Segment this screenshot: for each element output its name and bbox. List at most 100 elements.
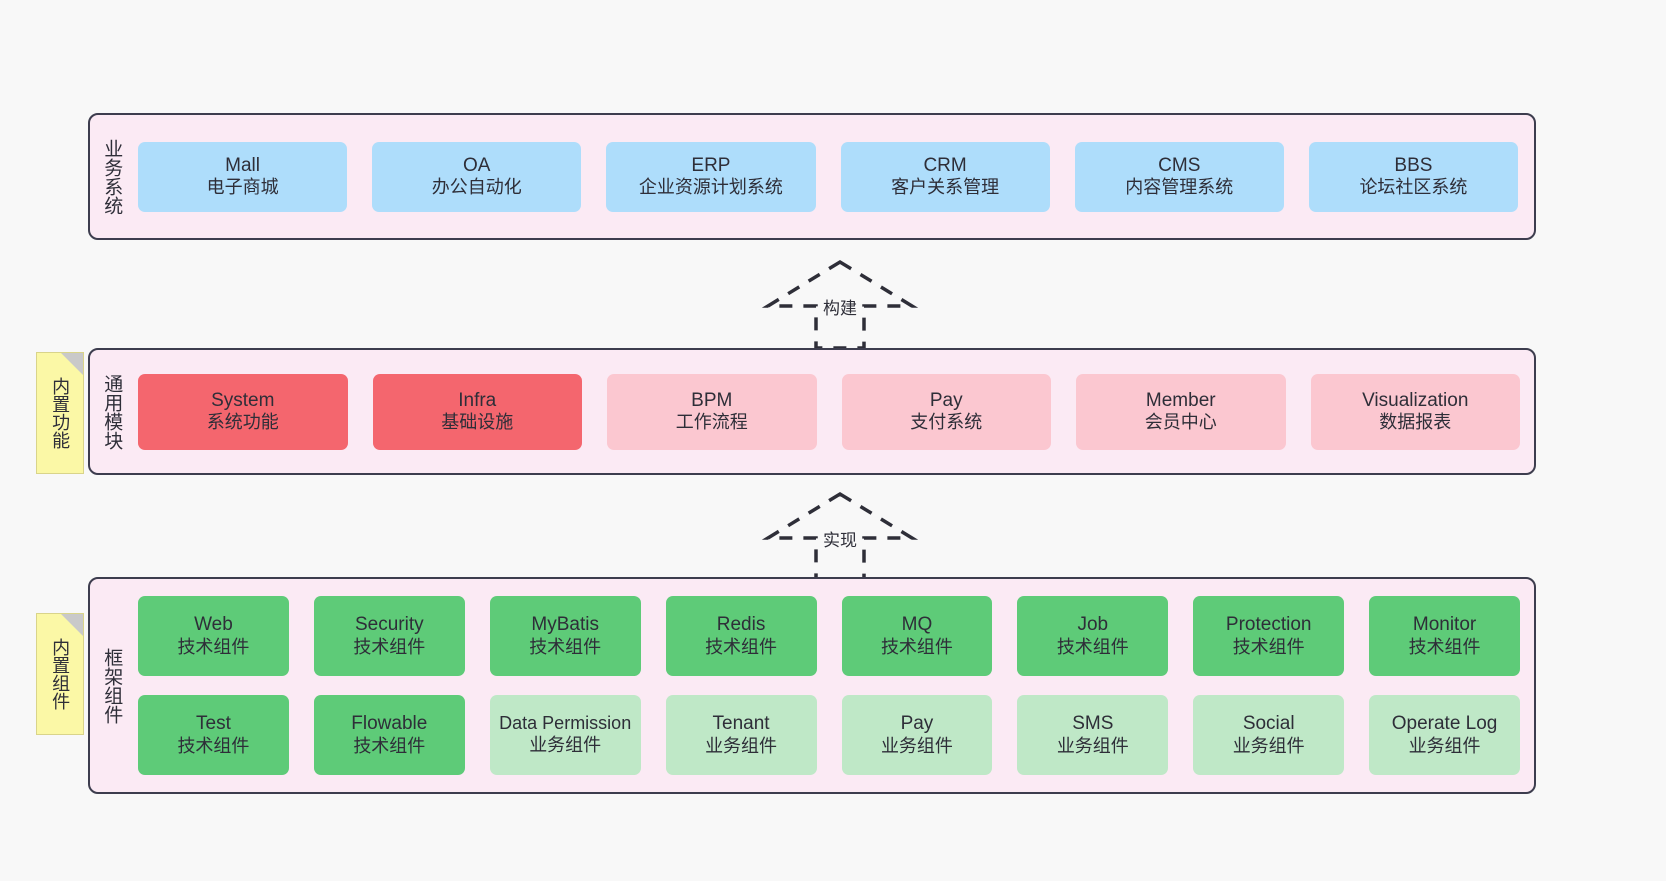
card-tenant[interactable]: Tenant 业务组件: [665, 695, 817, 775]
card-title: Pay: [929, 389, 963, 411]
card-system[interactable]: System 系统功能: [138, 373, 348, 450]
connector-implement: 实现: [760, 490, 920, 582]
card-job[interactable]: Job 技术组件: [1017, 596, 1169, 676]
card-pay[interactable]: Pay 支付系统: [841, 373, 1051, 450]
layer-title-framework-component: 框架组件: [101, 647, 123, 724]
card-subtitle: 支付系统: [910, 412, 983, 433]
card-crm[interactable]: CRM 客户关系管理: [840, 141, 1050, 212]
card-row: System 系统功能 Infra 基础设施 BPM 工作流程 Pay 支付系统…: [138, 373, 1520, 450]
card-row: Mall 电子商城 OA 办公自动化 ERP 企业资源计划系统 CRM 客户关系…: [138, 141, 1519, 212]
card-subtitle: 技术组件: [1056, 636, 1129, 657]
card-title: Social: [1242, 713, 1295, 735]
card-subtitle: 工作流程: [675, 412, 748, 433]
card-data-permission[interactable]: Data Permission 业务组件: [489, 695, 641, 775]
card-subtitle: 业务组件: [1232, 735, 1305, 756]
card-protection[interactable]: Protection 技术组件: [1193, 596, 1345, 676]
card-title: Web: [194, 614, 233, 636]
layer-body-business-system: Mall 电子商城 OA 办公自动化 ERP 企业资源计划系统 CRM 客户关系…: [132, 115, 1534, 238]
card-row: Test 技术组件 Flowable 技术组件 Data Permission …: [138, 695, 1520, 775]
card-subtitle: 论坛社区系统: [1359, 177, 1468, 198]
card-title: Security: [354, 614, 424, 636]
layer-business-system: 业务系统 Mall 电子商城 OA 办公自动化 ERP 企业资源计划系统 CRM…: [88, 113, 1536, 240]
card-title: SMS: [1072, 713, 1114, 735]
card-subtitle: 基础设施: [441, 412, 514, 433]
card-title: Visualization: [1362, 389, 1469, 411]
layer-body-common-module: System 系统功能 Infra 基础设施 BPM 工作流程 Pay 支付系统…: [132, 350, 1534, 473]
card-monitor[interactable]: Monitor 技术组件: [1369, 596, 1520, 676]
card-web[interactable]: Web 技术组件: [138, 596, 289, 676]
card-title: Pay: [900, 713, 934, 735]
card-title: MQ: [901, 614, 933, 636]
card-row: Web 技术组件 Security 技术组件 MyBatis 技术组件 Redi…: [138, 596, 1520, 676]
card-subtitle: 技术组件: [177, 636, 250, 657]
card-title: CMS: [1158, 154, 1201, 176]
card-subtitle: 技术组件: [353, 636, 426, 657]
card-title: Infra: [458, 389, 497, 411]
card-redis[interactable]: Redis 技术组件: [665, 596, 817, 676]
card-title: System: [211, 389, 275, 411]
card-test[interactable]: Test 技术组件: [138, 695, 289, 775]
card-title: Tenant: [712, 713, 770, 735]
card-subtitle: 业务组件: [529, 735, 602, 755]
card-subtitle: 技术组件: [1408, 636, 1481, 657]
card-title: Job: [1077, 614, 1109, 636]
card-title: BBS: [1394, 154, 1433, 176]
card-sms[interactable]: SMS 业务组件: [1017, 695, 1169, 775]
card-visualization[interactable]: Visualization 数据报表: [1310, 373, 1520, 450]
card-subtitle: 企业资源计划系统: [638, 177, 783, 198]
layer-title-common-module: 通用模块: [101, 373, 123, 450]
card-infra[interactable]: Infra 基础设施: [372, 373, 582, 450]
card-erp[interactable]: ERP 企业资源计划系统: [606, 141, 816, 212]
card-subtitle: 内容管理系统: [1125, 177, 1234, 198]
layer-body-framework-component: Web 技术组件 Security 技术组件 MyBatis 技术组件 Redi…: [132, 579, 1534, 792]
card-cms[interactable]: CMS 内容管理系统: [1074, 141, 1284, 212]
card-subtitle: 技术组件: [529, 636, 602, 657]
connector-label: 实现: [823, 531, 857, 550]
card-title: CRM: [923, 154, 967, 176]
card-subtitle: 业务组件: [1056, 735, 1129, 756]
card-oa[interactable]: OA 办公自动化: [372, 141, 582, 212]
card-title: Test: [196, 713, 231, 735]
card-subtitle: 客户关系管理: [891, 177, 1000, 198]
card-subtitle: 业务组件: [880, 735, 953, 756]
card-mq[interactable]: MQ 技术组件: [841, 596, 993, 676]
card-pay-business[interactable]: Pay 业务组件: [841, 695, 993, 775]
card-title: Data Permission: [499, 713, 632, 734]
card-subtitle: 办公自动化: [431, 177, 522, 198]
card-member[interactable]: Member 会员中心: [1076, 373, 1286, 450]
card-subtitle: 技术组件: [177, 735, 250, 756]
card-title: Member: [1145, 389, 1216, 411]
card-title: OA: [463, 154, 491, 176]
card-title: Flowable: [351, 713, 428, 735]
card-subtitle: 技术组件: [1232, 636, 1305, 657]
card-security[interactable]: Security 技术组件: [313, 596, 465, 676]
card-bbs[interactable]: BBS 论坛社区系统: [1308, 141, 1519, 212]
card-subtitle: 电子商城: [206, 177, 279, 198]
card-subtitle: 系统功能: [206, 412, 279, 433]
card-subtitle: 数据报表: [1379, 412, 1452, 433]
card-mall[interactable]: Mall 电子商城: [138, 141, 348, 212]
card-subtitle: 技术组件: [880, 636, 953, 657]
card-title: Mall: [225, 154, 260, 176]
card-bpm[interactable]: BPM 工作流程: [607, 373, 817, 450]
card-subtitle: 技术组件: [705, 636, 778, 657]
connector-build: 构建: [760, 258, 920, 350]
sticky-note-builtin-features: 内置功能: [36, 352, 84, 474]
card-social[interactable]: Social 业务组件: [1193, 695, 1345, 775]
sticky-note-builtin-components: 内置组件: [36, 613, 84, 735]
card-title: Redis: [716, 614, 766, 636]
layer-title-business-system: 业务系统: [101, 138, 123, 215]
card-flowable[interactable]: Flowable 技术组件: [313, 695, 465, 775]
connector-label: 构建: [823, 299, 857, 318]
card-mybatis[interactable]: MyBatis 技术组件: [489, 596, 641, 676]
card-subtitle: 业务组件: [1408, 735, 1481, 756]
card-title: ERP: [691, 154, 731, 176]
card-operate-log[interactable]: Operate Log 业务组件: [1369, 695, 1520, 775]
card-subtitle: 技术组件: [353, 735, 426, 756]
card-title: Operate Log: [1391, 713, 1498, 735]
layer-framework-component: 框架组件 Web 技术组件 Security 技术组件 MyBatis 技术组件…: [88, 577, 1536, 794]
card-title: Protection: [1225, 614, 1312, 636]
card-title: BPM: [691, 389, 733, 411]
card-subtitle: 业务组件: [705, 735, 778, 756]
